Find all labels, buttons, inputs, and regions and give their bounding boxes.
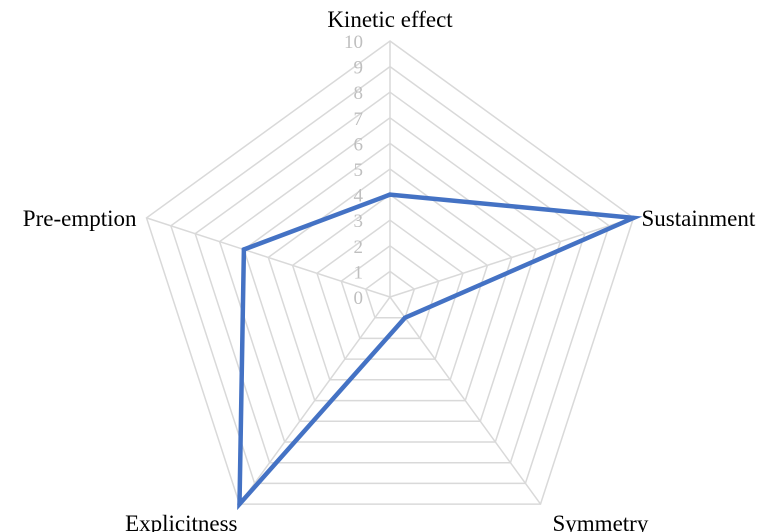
grid-ring-9 (170, 65, 610, 485)
spoke-3 (238, 296, 391, 505)
series-layer (237, 192, 643, 511)
data-point-0-2 (402, 315, 408, 320)
grid-ring-4 (291, 193, 489, 381)
tick-label-3: 3 (354, 211, 364, 232)
grid-ring-7 (218, 116, 562, 443)
grid-ring-6 (243, 142, 537, 423)
category-label-explicitness: Explicitness (125, 511, 237, 532)
data-point-0-3 (237, 501, 242, 507)
tick-label-4: 4 (354, 186, 364, 207)
tick-label-7: 7 (354, 109, 364, 130)
grid-ring-3 (316, 219, 464, 360)
spoke-4 (146, 217, 391, 298)
tick-label-8: 8 (354, 83, 364, 104)
category-label-symmetry: Symmetry (553, 511, 649, 532)
grid-ring-5 (267, 168, 513, 402)
radial-axis-ticks: 0 1 2 3 4 5 6 7 8 9 10 (344, 32, 364, 309)
radar-grid (145, 40, 635, 505)
grid-ring-10 (145, 40, 635, 505)
data-point-0-0 (387, 192, 393, 197)
spoke-2 (389, 296, 542, 505)
tick-label-1: 1 (354, 262, 364, 283)
tick-label-5: 5 (354, 160, 364, 181)
series-line-0 (237, 192, 643, 511)
grid-ring-2 (340, 244, 440, 340)
tick-label-0: 0 (354, 288, 364, 309)
grid-ring-1 (364, 270, 416, 319)
spoke-1 (389, 217, 634, 298)
tick-label-2: 2 (354, 237, 364, 258)
data-point-0-1 (631, 215, 636, 221)
data-point-0-4 (241, 247, 247, 252)
tick-label-9: 9 (354, 58, 364, 79)
category-label-pre-emption: Pre-emption (23, 206, 137, 231)
tick-label-10: 10 (344, 32, 363, 53)
category-label-sustainment: Sustainment (642, 206, 756, 231)
category-label-kinetic-effect: Kinetic effect (327, 7, 453, 32)
tick-label-6: 6 (354, 134, 364, 155)
